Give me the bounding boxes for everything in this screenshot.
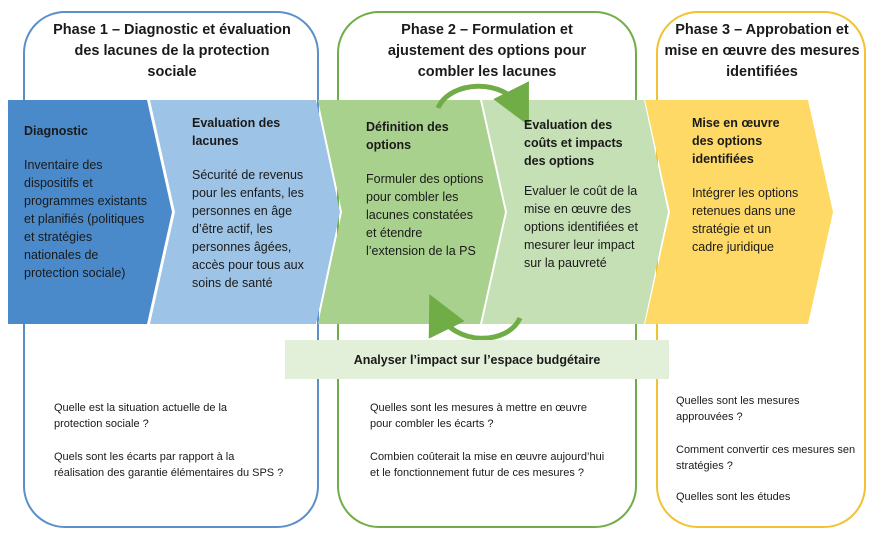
step-definition-options-body: Formuler des options pour combler les la… [366,172,484,258]
phase-1-title: Phase 1 – Diagnostic et évaluation des l… [53,22,291,80]
step-diagnostic-heading: Diagnostic [24,124,88,138]
phase-3-title: Phase 3 – Approbation et mise en œuvre d… [664,22,860,80]
step-mise-en-oeuvre: Mise en œuvre des options identifiées In… [692,114,800,256]
step-diagnostic: Diagnostic Inventaire des dispositifs et… [24,122,152,282]
phase-2-title: Phase 2 – Formulation et ajustement des … [387,22,587,80]
step-evaluation-couts-heading: Evaluation des coûts et impacts des opti… [524,118,623,168]
step-evaluation-lacunes: Evaluation des lacunes Sécurité de reven… [192,114,320,292]
step-evaluation-lacunes-body: Sécurité de revenus pour les enfants, le… [192,168,304,290]
step-diagnostic-body: Inventaire des dispositifs et programmes… [24,158,147,280]
phase-3-question-1: Quelles sont les mesures approuvées ? [676,395,800,423]
step-definition-options: Définition des options Formuler des opti… [366,118,484,260]
phase-1-question-2: Quels sont les écarts par rapport à la r… [54,451,284,479]
phase-3-question-3: Quelles sont les études [676,491,791,503]
step-mise-en-oeuvre-body: Intégrer les options retenues dans une s… [692,186,799,254]
phase-3-question-2: Comment convertir ces mesures sen straté… [676,444,856,472]
phase-2-question-1: Quelles sont les mesures à mettre en œuv… [370,402,588,430]
phase-1-question-1: Quelle est la situation actuelle de la p… [54,402,228,430]
phase-2-question-2: Combien coûterait la mise en œuvre aujou… [370,451,605,479]
step-evaluation-lacunes-heading: Evaluation des lacunes [192,116,281,148]
budget-impact-band: Analyser l’impact sur l’espace budgétair… [285,340,669,379]
step-evaluation-couts-body: Evaluer le coût de la mise en œuvre des … [524,184,638,270]
step-mise-en-oeuvre-heading: Mise en œuvre des options identifiées [692,116,780,166]
step-definition-options-heading: Définition des options [366,120,449,152]
step-evaluation-couts: Evaluation des coûts et impacts des opti… [524,116,638,272]
